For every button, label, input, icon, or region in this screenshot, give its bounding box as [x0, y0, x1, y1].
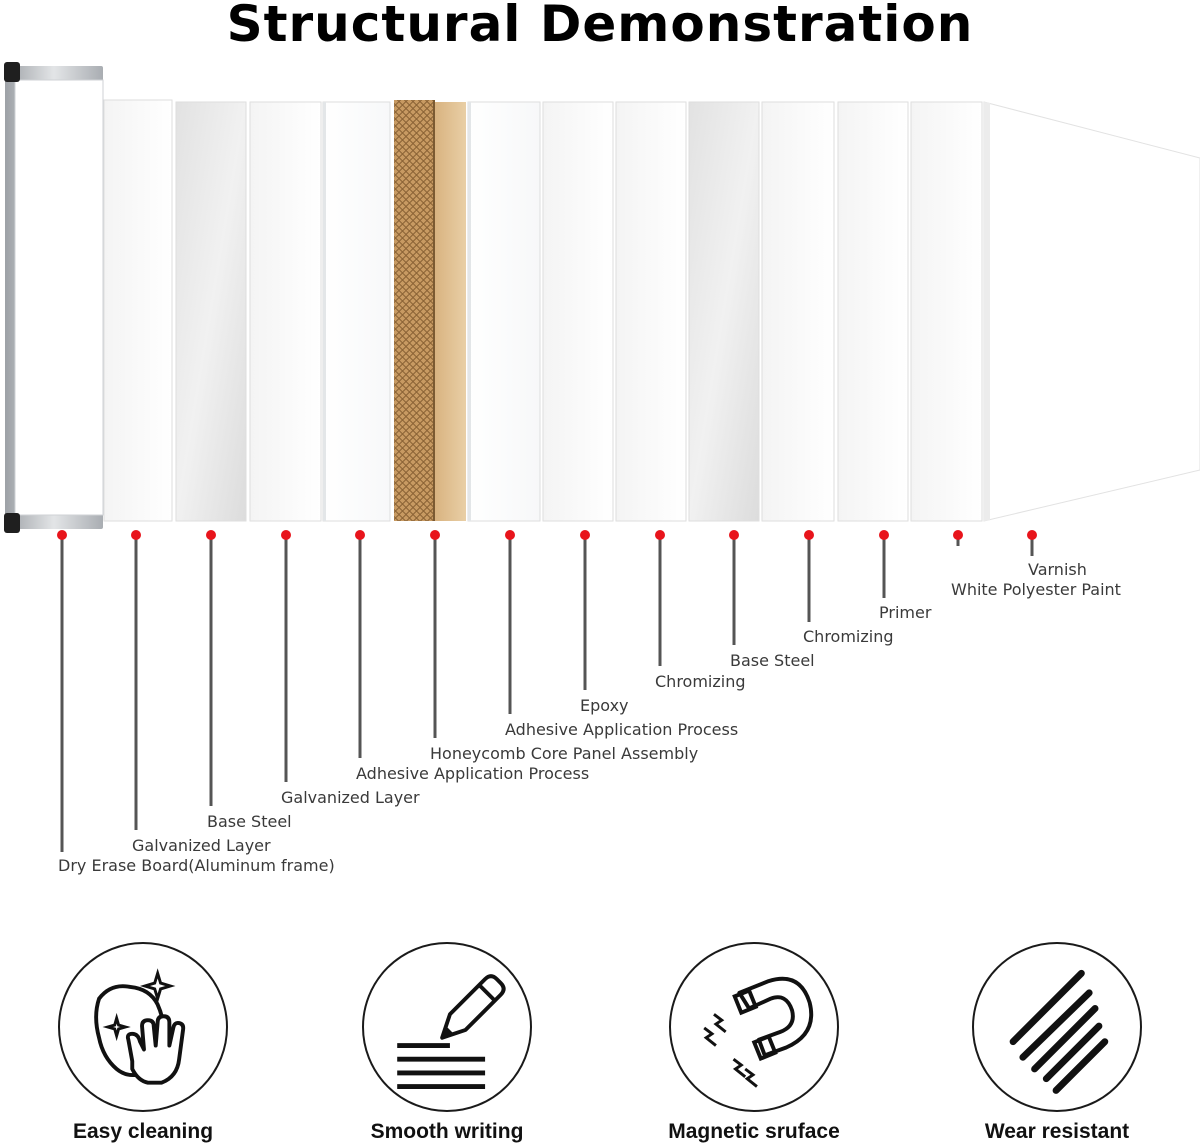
layer-callout-11: Chromizing	[803, 530, 894, 646]
layer-callout-12: Primer	[879, 530, 932, 622]
red-pin-icon	[355, 530, 365, 540]
layer-label: White Polyester Paint	[951, 580, 1121, 599]
layer-label: Galvanized Layer	[132, 836, 271, 855]
layer-panel-8	[542, 101, 614, 522]
layer-label: Epoxy	[580, 696, 629, 715]
feature-1: Easy cleaning	[23, 942, 263, 1144]
layer-label: Galvanized Layer	[281, 788, 420, 807]
layer-label: Varnish	[1028, 560, 1087, 579]
layer-panel-5	[322, 101, 391, 522]
red-pin-icon	[879, 530, 889, 540]
layer-label: Base Steel	[207, 812, 292, 831]
feature-2: Smooth writing	[327, 942, 567, 1144]
layer-label: Adhesive Application Process	[505, 720, 738, 739]
layer-label: Chromizing	[803, 627, 894, 646]
red-pin-icon	[580, 530, 590, 540]
red-pin-icon	[505, 530, 515, 540]
layer-label: Chromizing	[655, 672, 746, 691]
red-pin-icon	[57, 530, 67, 540]
red-pin-icon	[804, 530, 814, 540]
layer-callout-7: Adhesive Application Process	[505, 530, 738, 739]
layer-label: Honeycomb Core Panel Assembly	[430, 744, 698, 763]
feature-4: Wear resistant	[937, 942, 1177, 1144]
layer-callout-2: Galvanized Layer	[131, 530, 271, 855]
layer-panel-4	[249, 101, 322, 522]
layer-callout-8: Epoxy	[580, 530, 629, 715]
layer-panel-13	[910, 101, 983, 522]
layer-label: Primer	[879, 603, 932, 622]
pencil-writing-icon	[362, 942, 532, 1112]
layer-panel-2	[103, 99, 173, 522]
feature-caption: Smooth writing	[370, 1120, 524, 1143]
layer-panel-14	[983, 101, 1200, 522]
layer-panel-3	[175, 101, 247, 522]
feature-caption: Easy cleaning	[72, 1120, 214, 1143]
red-pin-icon	[729, 530, 739, 540]
red-pin-icon	[953, 530, 963, 540]
red-pin-icon	[281, 530, 291, 540]
layer-panel-9	[615, 101, 687, 522]
layer-panel-7	[467, 101, 541, 522]
cleaning-cloth-icon	[58, 942, 228, 1112]
red-pin-icon	[206, 530, 216, 540]
layer-panel-12	[837, 101, 909, 522]
layer-callout-10: Base Steel	[729, 530, 815, 670]
layer-callout-3: Base Steel	[206, 530, 292, 831]
layer-panel-1	[4, 62, 104, 533]
layer-callout-5: Adhesive Application Process	[355, 530, 589, 783]
layer-panel-11	[761, 101, 835, 522]
page-title: Structural Demonstration	[226, 0, 974, 53]
red-pin-icon	[430, 530, 440, 540]
layer-label: Dry Erase Board(Aluminum frame)	[58, 856, 335, 875]
layer-label: Adhesive Application Process	[356, 764, 589, 783]
layer-callout-1: Dry Erase Board(Aluminum frame)	[57, 530, 335, 875]
layer-diagram: Dry Erase Board(Aluminum frame)Galvanize…	[4, 62, 1200, 875]
red-pin-icon	[1027, 530, 1037, 540]
layer-callout-14: Varnish	[1027, 530, 1087, 579]
feature-caption: Magnetic sruface	[668, 1120, 840, 1143]
layer-panel-10	[688, 101, 760, 522]
layer-callout-13: White Polyester Paint	[951, 530, 1121, 599]
layer-callout-9: Chromizing	[655, 530, 746, 691]
feature-caption: Wear resistant	[984, 1120, 1130, 1143]
layer-label: Base Steel	[730, 651, 815, 670]
scratch-lines-icon	[972, 942, 1142, 1112]
layer-callout-6: Honeycomb Core Panel Assembly	[430, 530, 698, 763]
layer-panel-6	[394, 100, 466, 521]
feature-3: Magnetic sruface	[634, 942, 874, 1144]
red-pin-icon	[131, 530, 141, 540]
magnet-icon	[669, 942, 839, 1112]
red-pin-icon	[655, 530, 665, 540]
layer-callout-4: Galvanized Layer	[281, 530, 420, 807]
